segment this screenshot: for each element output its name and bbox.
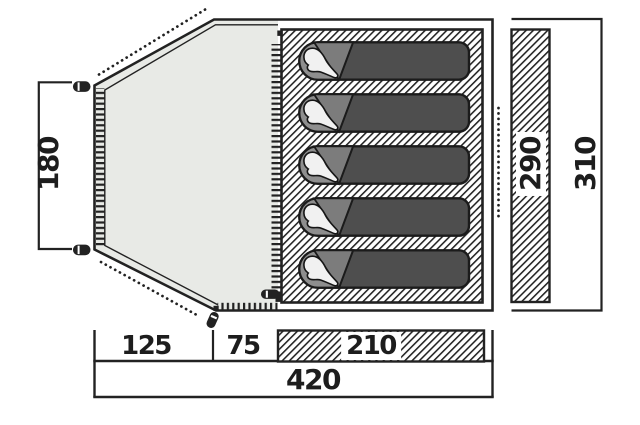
dim-label-outer-height: 310 — [569, 137, 602, 191]
tent-peg-icon — [73, 81, 91, 92]
sleeping-bag — [298, 93, 471, 133]
guy-line-top — [97, 7, 208, 76]
dim-bracket-left-height — [37, 81, 72, 251]
dim-bracket-outer-height — [511, 17, 603, 312]
cabin-attachment-dot-bottom — [275, 296, 281, 302]
tent-outer-outline — [93, 18, 494, 312]
cabin-attachment-dot-top — [277, 30, 283, 36]
dim-label-segment-3: 210 — [341, 332, 401, 360]
porch-area — [94, 19, 278, 311]
zipper-teeth-inner-wall — [271, 44, 281, 296]
sleeping-bags — [298, 41, 471, 289]
dim-label-segment-1: 125 — [121, 331, 172, 361]
dim-label-inner-height: 290 — [514, 132, 547, 196]
sleeping-bag — [298, 197, 471, 237]
zipper-teeth-left-door — [96, 88, 105, 247]
zipper-pull-icon — [261, 289, 282, 299]
sleeping-bag — [298, 249, 471, 289]
guy-lines — [97, 7, 500, 318]
sleeping-bag — [298, 41, 471, 81]
tent-inner-outline — [104, 24, 278, 306]
zipper-pull-icon — [206, 305, 219, 328]
zipper-teeth-front-door — [217, 302, 278, 311]
sleeping-bag — [298, 145, 471, 185]
dim-label-total: 420 — [286, 362, 341, 396]
dim-label-segment-2: 75 — [226, 331, 261, 361]
dim-label-left-height: 180 — [32, 137, 65, 191]
tent-peg-icon — [73, 244, 91, 256]
